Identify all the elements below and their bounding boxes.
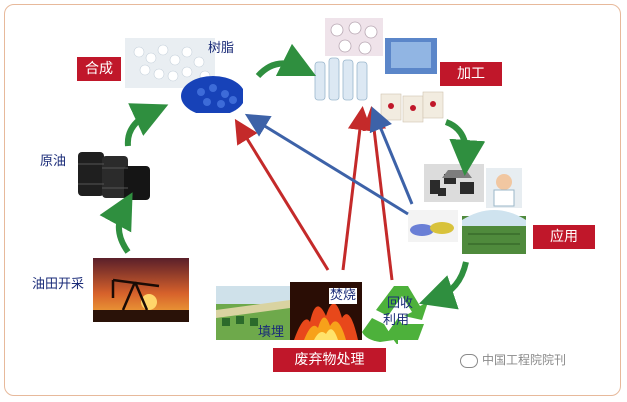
recycle-text-line1: 回收 bbox=[387, 296, 414, 311]
wechat-icon bbox=[460, 353, 478, 368]
incineration-text: 焚烧 bbox=[329, 288, 358, 304]
oilfield-pumpjack-image bbox=[93, 258, 189, 322]
recycle-icon bbox=[358, 282, 438, 344]
cycle-arrow-crude-to-synthesis bbox=[124, 103, 169, 147]
blue-arrow-application-to-processing bbox=[369, 106, 414, 205]
red-arrow-incineration-to-processing bbox=[341, 106, 372, 271]
landfill-image bbox=[216, 286, 290, 340]
cycle-arrow-application-to-recycle bbox=[418, 261, 469, 310]
cycle-arrow-oilfield-to-crude bbox=[99, 192, 133, 254]
landfill-text: 填埋 bbox=[258, 325, 285, 340]
plastic-products-image bbox=[305, 18, 445, 130]
watermark: 中国工程院院刊 bbox=[460, 351, 566, 368]
cycle-arrow-resin-to-processing bbox=[255, 43, 317, 79]
waste-treatment-label: 废弃物处理 bbox=[273, 348, 386, 372]
crude-oil-text: 原油 bbox=[40, 154, 67, 169]
synthesis-label: 合成 bbox=[77, 57, 121, 81]
cycle-arrow-processing-to-application bbox=[444, 119, 486, 176]
processing-label: 加工 bbox=[440, 62, 502, 86]
oilfield-text: 油田开采 bbox=[32, 277, 85, 292]
application-label: 应用 bbox=[533, 225, 595, 249]
blue-arrow-application-to-resin bbox=[244, 113, 409, 216]
crude-oil-barrels-image bbox=[72, 148, 154, 202]
recycle-text-line2: 利用 bbox=[383, 313, 410, 328]
red-arrow-incineration-to-resin bbox=[234, 118, 330, 271]
red-arrow-recycle-to-processing bbox=[362, 106, 394, 281]
incineration-fire-image bbox=[290, 282, 362, 340]
watermark-text: 中国工程院院刊 bbox=[482, 353, 567, 367]
resin-pellets-image bbox=[125, 38, 243, 113]
resin-text: 树脂 bbox=[208, 41, 235, 56]
